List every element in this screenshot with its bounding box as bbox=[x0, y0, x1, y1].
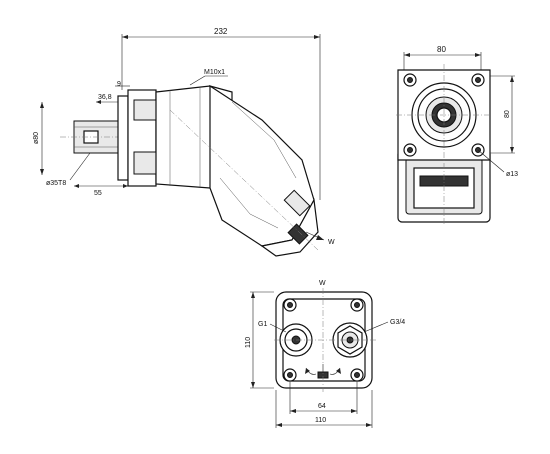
bottom-110-label: 110 bbox=[315, 417, 326, 424]
port-view: W G1 G3/4 bbox=[245, 280, 405, 428]
front-view: 80 80 ø13 bbox=[396, 45, 518, 226]
m10-label: M10x1 bbox=[204, 69, 225, 76]
dim-9-label: 9 bbox=[117, 81, 121, 88]
dim-232-label: 232 bbox=[214, 27, 228, 36]
h110-label: 110 bbox=[245, 337, 252, 348]
dim-64-label: 64 bbox=[318, 403, 326, 410]
dim-55-label: 55 bbox=[94, 190, 102, 197]
dia80-label: ø80 bbox=[33, 132, 40, 144]
dim-36-8-label: 36,8 bbox=[98, 94, 112, 101]
side-view: 232 9 36,8 M10x1 ø80 ø35T8 55 bbox=[33, 27, 335, 257]
w-title-label: W bbox=[319, 280, 326, 287]
side-80-label: 80 bbox=[504, 110, 511, 118]
dia35-label: ø35T8 bbox=[46, 180, 66, 187]
top-80-label: 80 bbox=[437, 45, 446, 54]
dia13-label: ø13 bbox=[506, 171, 518, 178]
g1-label: G1 bbox=[258, 321, 267, 328]
w-arrow-label: W bbox=[328, 239, 335, 246]
g34-label: G3/4 bbox=[390, 319, 405, 326]
